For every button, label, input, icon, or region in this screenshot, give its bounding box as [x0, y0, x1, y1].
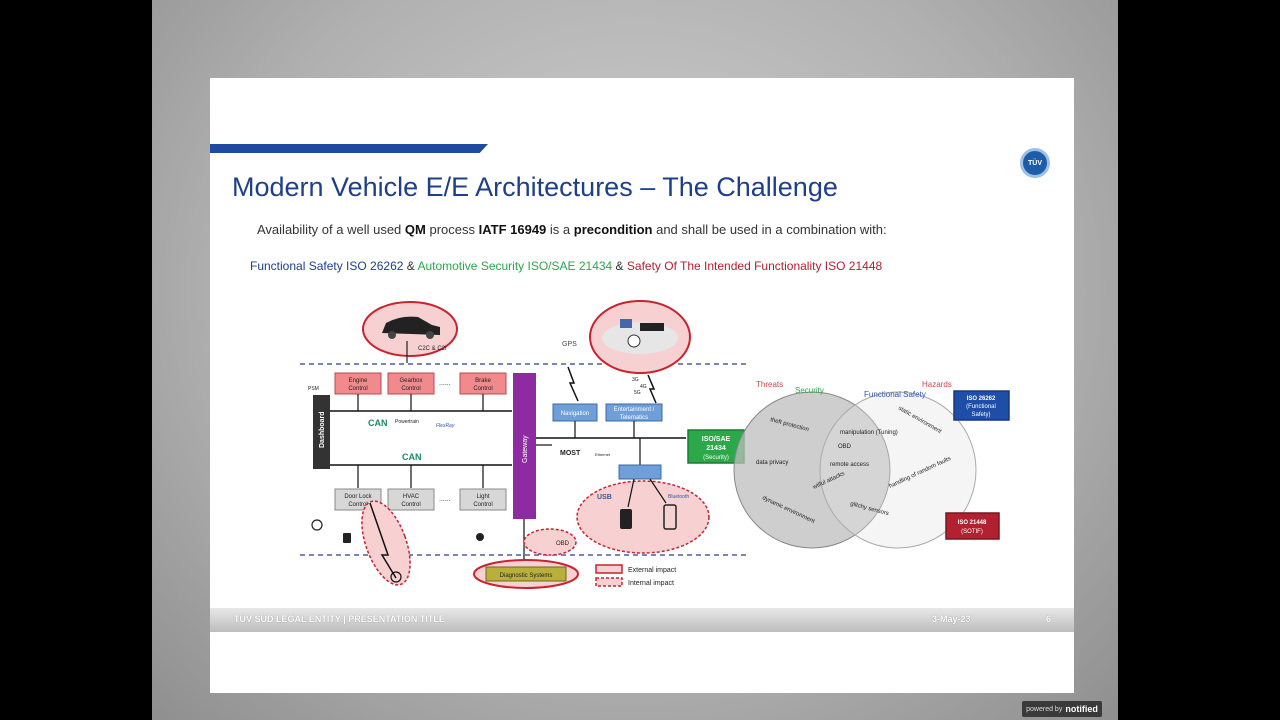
svg-text:Telematics: Telematics: [620, 415, 648, 421]
security-label: Automotive Security ISO/SAE 21434: [417, 259, 613, 273]
bmw-logo-icon: [627, 334, 641, 348]
dashboard-block: [313, 395, 330, 469]
footer-date: 3-May-23: [932, 614, 971, 624]
car-icon: [382, 316, 440, 335]
svg-text:Control: Control: [401, 502, 420, 508]
svg-text:HVAC: HVAC: [403, 494, 420, 500]
usb-label: USB: [597, 494, 612, 501]
ethernet-label: Ethernet: [595, 452, 611, 457]
standards-line: Functional Safety ISO 26262 & Automotive…: [250, 259, 883, 273]
svg-text:3G: 3G: [632, 377, 639, 383]
svg-text:Safety): Safety): [971, 412, 990, 418]
svg-text:ISO 21448: ISO 21448: [958, 520, 987, 526]
gateway-block: [513, 373, 536, 519]
flexray-label: FlexRay: [436, 423, 455, 429]
diagnostic-systems-block: [485, 566, 567, 582]
key-icon: [390, 571, 402, 583]
dashboard-label: Dashboard: [319, 411, 326, 448]
headlight-icon: [476, 533, 484, 541]
svg-text:......: ......: [439, 496, 451, 503]
legend-internal-label: Internal impact: [628, 580, 674, 587]
seat-icon: [343, 533, 351, 543]
google-play-icon: [640, 323, 664, 331]
functional-safety-label: Functional Safety ISO 26262: [250, 259, 404, 273]
svg-text:Brake: Brake: [475, 378, 491, 384]
svg-text:4G: 4G: [640, 384, 647, 390]
svg-text:Light: Light: [476, 494, 489, 500]
iso-21448-block: [945, 512, 1000, 540]
most-label: MOST: [560, 450, 581, 457]
lightning-icon: [369, 502, 397, 579]
obd-internal-impact: [523, 528, 577, 556]
svg-text:Control: Control: [473, 502, 492, 508]
steering-wheel-icon: [311, 519, 323, 531]
svg-text:Door Lock: Door Lock: [344, 494, 372, 500]
psm-label: PSM: [308, 386, 319, 392]
threats-label: Threats: [756, 380, 783, 389]
security-venn-circle: [733, 391, 891, 549]
svg-text:(SOTIF): (SOTIF): [961, 529, 983, 535]
slide-subtitle: Availability of a well used QM process I…: [257, 222, 887, 237]
smartphone-icon: [663, 504, 677, 530]
footer-page-number: 6: [1046, 614, 1052, 624]
slide-footer: TÜV SÜD LEGAL ENTITY | PRESENTATION TITL…: [210, 608, 1074, 632]
svg-text:5G: 5G: [634, 390, 641, 396]
devices-internal-impact: [576, 480, 710, 554]
svg-text:remote access: remote access: [830, 462, 869, 468]
gateway-label: Gateway: [522, 435, 529, 463]
svg-text:Control: Control: [348, 386, 367, 392]
app-icon: [620, 319, 632, 328]
svg-text:21434: 21434: [706, 445, 726, 452]
svg-text:Control: Control: [473, 386, 492, 392]
svg-text:(Functional: (Functional: [966, 404, 996, 410]
c2c-label: C2C & C2I: [418, 346, 447, 352]
svg-text:Control: Control: [401, 386, 420, 392]
ecu-ellipsis: ......: [439, 380, 451, 387]
svg-text:data privacy: data privacy: [756, 460, 788, 466]
obd-label: OBD: [556, 541, 570, 547]
svg-text:manipulation (Tuning): manipulation (Tuning): [840, 430, 898, 436]
hvac-control-block: [387, 488, 435, 511]
door-lock-internal-impact: [361, 500, 411, 586]
sotif-label: Safety Of The Intended Functionality ISO…: [626, 259, 883, 273]
car-wheel-icon: [426, 331, 434, 339]
cellular-lightning-icon: [647, 374, 657, 404]
slide-title: Modern Vehicle E/E Architectures – The C…: [232, 172, 838, 202]
notified-logo: notified: [1065, 704, 1098, 714]
legend-external-label: External impact: [628, 567, 676, 574]
svg-text:Gearbox: Gearbox: [399, 378, 422, 384]
svg-text:Navigation: Navigation: [561, 411, 589, 417]
gps-label: GPS: [562, 341, 577, 348]
diagnostic-systems-label: Diagnostic Systems: [500, 573, 553, 579]
venn-security-label: Security: [795, 386, 824, 395]
powertrain-label: Powertrain: [395, 419, 419, 425]
svg-text:Engine: Engine: [349, 378, 368, 384]
iso-26262-block: [953, 390, 1010, 421]
powered-by-badge[interactable]: powered by notified: [1022, 701, 1102, 717]
legend-external-swatch: [595, 564, 623, 574]
footer-entity: TÜV SÜD LEGAL ENTITY | PRESENTATION TITL…: [234, 614, 445, 624]
bluetooth-label: Bluetooth: [668, 494, 689, 500]
head-unit-block: [618, 464, 662, 480]
car-wheel-icon: [388, 331, 396, 339]
can-label-lower: CAN: [402, 452, 422, 462]
presentation-slide: TÜV Modern Vehicle E/E Architectures – T…: [210, 78, 1074, 693]
venn-functional-safety-label: Functional Safety: [864, 390, 926, 399]
ee-architecture-diagram: C2C & C2I PSM Dashboard Engine Control G…: [300, 300, 1010, 589]
svg-text:ISO/SAE: ISO/SAE: [702, 436, 731, 443]
tuv-logo-icon: TÜV: [1020, 148, 1050, 178]
light-control-block: [459, 488, 507, 511]
svg-text:Control: Control: [348, 502, 367, 508]
svg-text:(Security): (Security): [703, 455, 729, 461]
legend-internal-swatch: [595, 577, 623, 587]
hazards-label: Hazards: [922, 380, 952, 389]
functional-safety-venn-circle: [819, 391, 977, 549]
gps-lightning-icon: [567, 366, 579, 402]
svg-text:OBD: OBD: [838, 444, 852, 450]
svg-text:Entertainment /: Entertainment /: [614, 407, 655, 413]
mp3-player-icon: [620, 509, 632, 529]
svg-text:ISO 26262: ISO 26262: [967, 396, 996, 402]
title-accent-bar: [210, 144, 488, 153]
can-label-upper: CAN: [368, 418, 388, 428]
